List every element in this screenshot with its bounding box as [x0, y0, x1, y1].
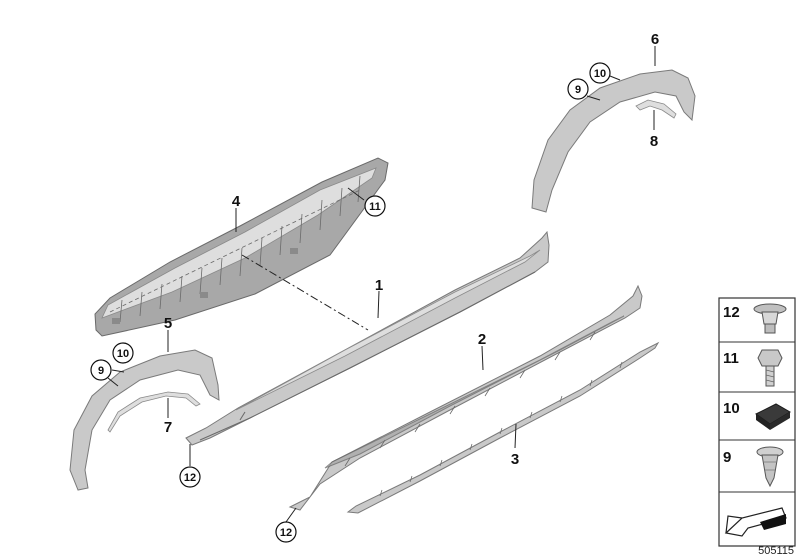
foam-pad-icon: [755, 403, 791, 430]
part-1-side-sill-panel[interactable]: [185, 230, 550, 446]
callout-6: 6: [651, 31, 659, 48]
callout-12-rear: 12: [275, 521, 297, 543]
legend-item-11[interactable]: 11: [723, 349, 783, 387]
callout-3: 3: [511, 451, 519, 468]
leader-lines: [107, 46, 656, 523]
svg-text:10: 10: [594, 68, 606, 80]
callout-4: 4: [232, 193, 241, 210]
callout-1: 1: [375, 277, 383, 294]
svg-text:12: 12: [184, 472, 196, 484]
svg-text:11: 11: [723, 350, 739, 367]
svg-text:12: 12: [723, 304, 740, 321]
legend-item-12[interactable]: 12: [723, 303, 787, 334]
legend-item-10[interactable]: 10: [723, 400, 791, 430]
callout-2: 2: [478, 331, 486, 348]
callout-12-front: 12: [179, 466, 201, 488]
svg-text:9: 9: [575, 84, 581, 96]
part-2-side-sill-panel[interactable]: [288, 284, 643, 511]
callout-10-rear: 10: [589, 62, 611, 84]
legend-item-9[interactable]: 9: [723, 446, 784, 488]
part-3-trim-strip[interactable]: [346, 341, 660, 514]
fastener-legend: 12 11 10 9: [718, 297, 796, 547]
svg-text:10: 10: [723, 400, 740, 417]
diagram-id: 505115: [758, 545, 794, 557]
svg-text:9: 9: [723, 449, 731, 466]
push-clip-icon: [756, 446, 784, 488]
clip-nut-icon: [753, 303, 787, 334]
svg-text:9: 9: [98, 365, 104, 377]
callout-11: 11: [364, 195, 386, 217]
part-6-rear-wheel-arch-trim[interactable]: [531, 69, 696, 213]
part-4-sill-reinforcement[interactable]: [94, 157, 389, 337]
callout-8: 8: [650, 133, 658, 150]
svg-text:10: 10: [117, 348, 129, 360]
svg-text:11: 11: [369, 201, 381, 213]
callout-10-front: 10: [112, 342, 134, 364]
part-5-front-wheel-arch-trim[interactable]: [69, 349, 220, 491]
direction-arrow-icon: [724, 507, 787, 537]
callout-9-rear: 9: [567, 78, 589, 100]
svg-text:12: 12: [280, 527, 292, 539]
hex-bolt-icon: [757, 349, 783, 387]
callout-7: 7: [164, 419, 172, 436]
callout-9-front: 9: [90, 359, 112, 381]
part-8-rear-arch-bracket[interactable]: [635, 99, 677, 119]
callout-5: 5: [164, 315, 172, 332]
part-7-front-arch-bracket[interactable]: [107, 391, 201, 433]
